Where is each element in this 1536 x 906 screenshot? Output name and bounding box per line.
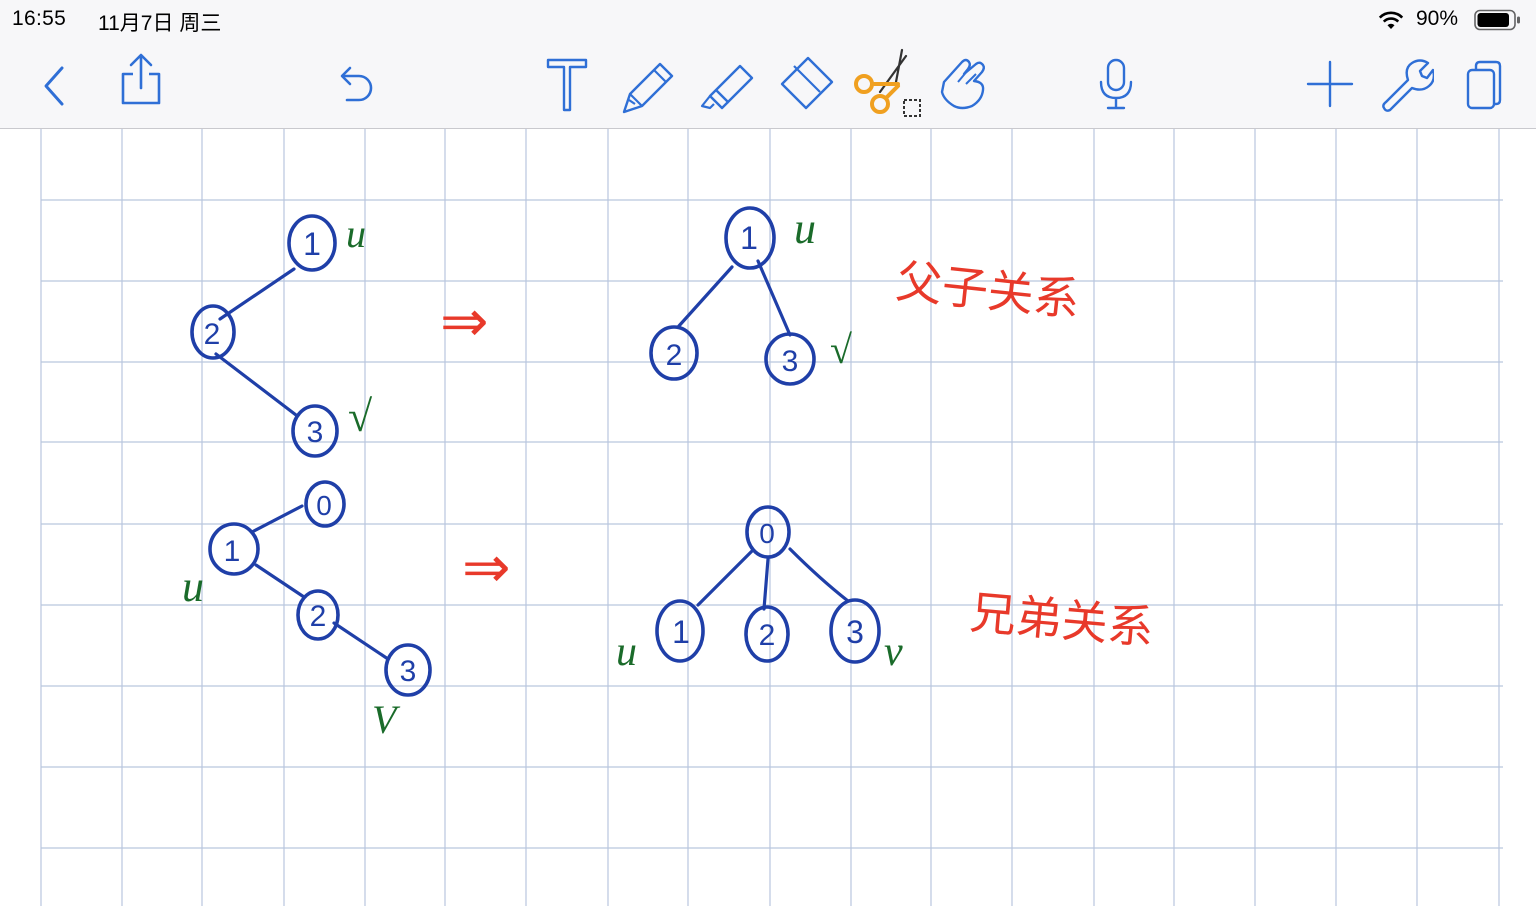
undo-button[interactable] bbox=[333, 62, 377, 108]
tree2-v-label: √ bbox=[830, 327, 852, 372]
pen-icon bbox=[622, 62, 674, 114]
tree3-node-1: 1 bbox=[224, 535, 241, 568]
tree4-u-label: u bbox=[616, 629, 637, 675]
tree-4-drawing: 0 1 2 3 u v 兄弟关系 bbox=[616, 505, 1156, 675]
share-icon bbox=[121, 53, 161, 105]
hand-pointer-icon bbox=[940, 58, 985, 110]
status-bar: 16:55 11月7日 周三 90% bbox=[0, 0, 1536, 40]
highlighter-icon bbox=[700, 64, 754, 110]
tree2-u-label: u bbox=[794, 204, 816, 253]
tree1-node-2: 2 bbox=[204, 318, 221, 351]
share-button[interactable] bbox=[116, 52, 166, 108]
wrench-icon bbox=[1382, 59, 1434, 112]
text-icon bbox=[546, 58, 588, 112]
status-time: 16:55 bbox=[12, 7, 67, 30]
note-page[interactable]: 1 2 3 u √ ⇒ 1 2 3 u √ 父子关系 bbox=[0, 129, 1536, 906]
tree4-node-0: 0 bbox=[759, 518, 775, 549]
settings-wrench-button[interactable] bbox=[1378, 56, 1434, 112]
tree1-node-3: 3 bbox=[307, 416, 324, 449]
lasso-scissors-tool-button[interactable] bbox=[850, 46, 930, 120]
pages-icon bbox=[1466, 60, 1502, 110]
chevron-left-icon bbox=[44, 66, 64, 106]
tree4-node-1: 1 bbox=[672, 614, 690, 650]
undo-icon bbox=[340, 66, 373, 102]
add-page-button[interactable] bbox=[1304, 58, 1356, 110]
microphone-button[interactable] bbox=[1096, 56, 1136, 112]
wifi-icon bbox=[1376, 9, 1406, 36]
tree1-node-1: 1 bbox=[303, 226, 321, 262]
tree2-node-1: 1 bbox=[740, 220, 758, 256]
parent-child-note: 父子关系 bbox=[894, 254, 1083, 327]
tree2-node-2: 2 bbox=[666, 339, 683, 372]
back-button[interactable] bbox=[38, 60, 72, 108]
highlighter-tool-button[interactable] bbox=[696, 54, 758, 114]
battery-icon bbox=[1474, 9, 1522, 36]
tree3-node-2: 2 bbox=[310, 600, 327, 633]
tree3-v-label: V bbox=[372, 697, 401, 742]
grid-lines bbox=[40, 129, 1503, 906]
pointer-hand-tool-button[interactable] bbox=[936, 52, 990, 112]
eraser-icon bbox=[780, 56, 834, 110]
tree-2-drawing: 1 2 3 u √ 父子关系 bbox=[649, 204, 1083, 386]
eraser-tool-button[interactable] bbox=[776, 56, 838, 112]
tree-3-drawing: 0 1 2 3 u V bbox=[182, 480, 432, 742]
tree2-node-3: 3 bbox=[782, 345, 799, 378]
sibling-note: 兄弟关系 bbox=[968, 585, 1156, 655]
arrow-2: ⇒ bbox=[462, 533, 511, 601]
tree4-node-2: 2 bbox=[759, 619, 776, 652]
battery-percent: 90% bbox=[1416, 7, 1459, 30]
tree1-u-label: u bbox=[346, 211, 366, 256]
tree3-node-3: 3 bbox=[400, 655, 417, 688]
tree4-node-3: 3 bbox=[846, 614, 864, 650]
svg-text:⇒: ⇒ bbox=[440, 287, 489, 355]
tree1-v-label: √ bbox=[348, 392, 373, 441]
toolbar bbox=[0, 40, 1536, 129]
microphone-icon bbox=[1099, 58, 1133, 110]
arrow-1: ⇒ bbox=[440, 287, 489, 355]
text-tool-button[interactable] bbox=[544, 54, 590, 114]
plus-icon bbox=[1306, 60, 1354, 108]
tree3-u-label: u bbox=[182, 562, 204, 611]
tree3-node-0: 0 bbox=[316, 490, 332, 521]
pen-tool-button[interactable] bbox=[618, 54, 680, 114]
svg-text:⇒: ⇒ bbox=[462, 533, 511, 601]
scissors-icon bbox=[854, 48, 921, 117]
tree-1-drawing: 1 2 3 u √ bbox=[190, 211, 373, 458]
note-canvas[interactable]: 1 2 3 u √ ⇒ 1 2 3 u √ 父子关系 bbox=[0, 129, 1536, 906]
status-date: 11月7日 周三 bbox=[98, 12, 222, 35]
tree4-v-label: v bbox=[884, 629, 903, 675]
pages-button[interactable] bbox=[1462, 56, 1508, 114]
